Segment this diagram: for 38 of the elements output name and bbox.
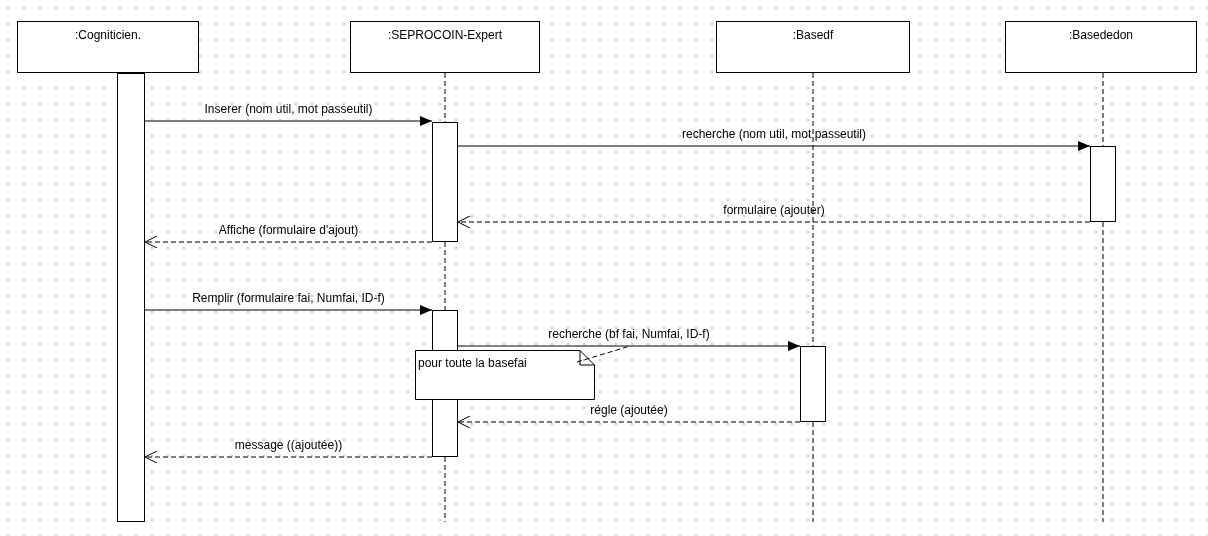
activation-bar <box>1090 146 1116 222</box>
lifeline <box>444 72 446 123</box>
lifeline <box>1102 221 1104 523</box>
edge-label: message ((ajoutée)) <box>234 438 343 452</box>
lifeline <box>444 456 446 523</box>
message-arrow <box>144 305 433 315</box>
edge-label: régle (ajoutée) <box>590 403 668 417</box>
message-arrow <box>144 116 433 126</box>
lifeline <box>1102 72 1104 147</box>
edge-label: recherche (bf fai, Numfai, ID-f) <box>548 327 710 341</box>
lifeline-header <box>350 21 540 73</box>
lifeline-header <box>716 21 910 73</box>
lifeline <box>812 72 814 347</box>
edge-label: Remplir (formulaire fai, Numfai, ID-f) <box>192 291 385 305</box>
edge-label: Affiche (formulaire d'ajout) <box>218 223 359 237</box>
activation-bar <box>800 346 826 422</box>
activation-bar <box>117 73 145 522</box>
edge-label: formulaire (ajouter) <box>723 203 825 217</box>
activation-bar <box>432 122 458 242</box>
message-arrow <box>144 235 433 249</box>
message-arrow <box>457 415 801 429</box>
edge-label: Inserer (nom util, mot passeutil) <box>204 102 373 116</box>
edge-label: recherche (nom util, mot passeutil) <box>681 127 867 141</box>
lifeline-header <box>1005 21 1197 73</box>
lifeline-header <box>17 21 199 73</box>
message-arrow <box>457 141 1091 151</box>
note-text: pour toute la basefai <box>418 356 527 370</box>
lifeline <box>812 421 814 523</box>
participant-name: :Basedf <box>791 28 835 42</box>
participant-name: :Cogniticien. <box>73 28 142 42</box>
lifeline <box>444 241 446 311</box>
note <box>415 350 595 400</box>
note-link <box>576 345 631 363</box>
message-arrow <box>457 215 1091 229</box>
message-arrow <box>144 450 433 464</box>
message-arrow <box>457 341 801 351</box>
participant-name: :Basededon <box>1067 28 1135 42</box>
participant-name: :SEPROCOIN-Expert <box>387 28 503 42</box>
